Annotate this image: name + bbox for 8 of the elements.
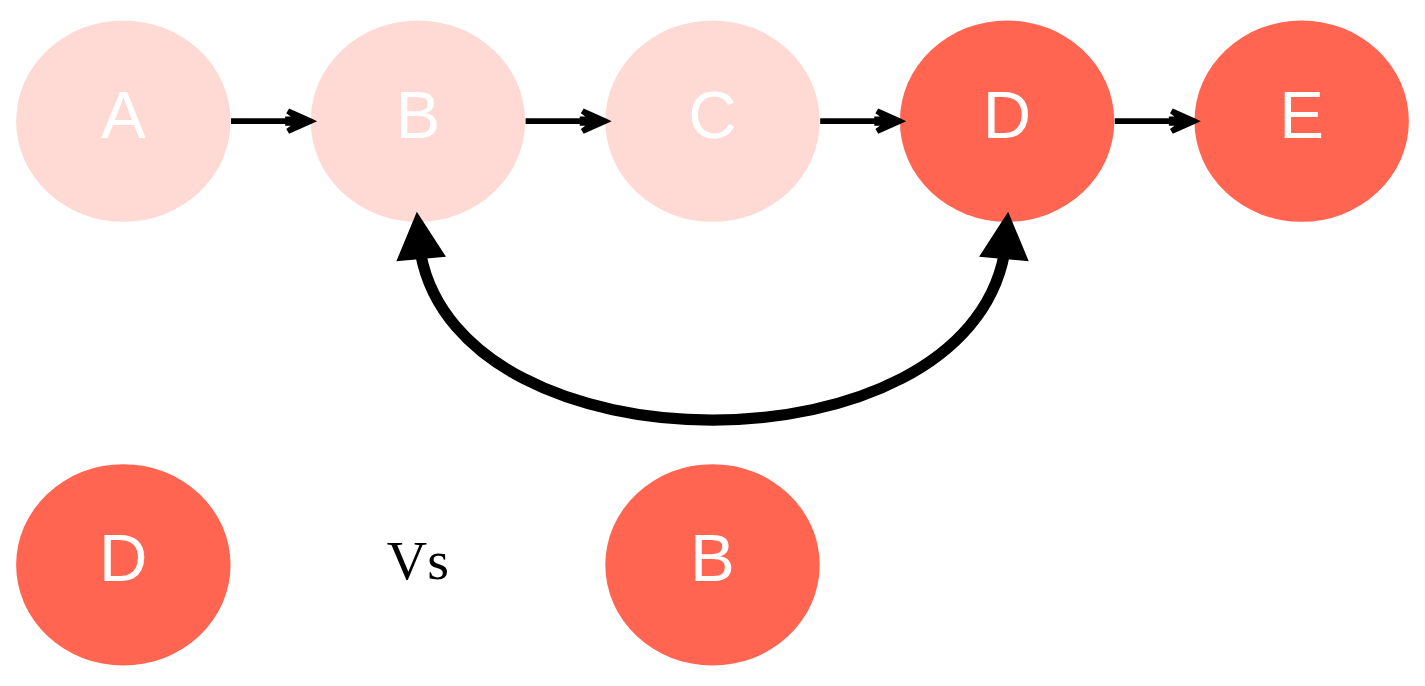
- label: Vs: [386, 528, 449, 591]
- node-circle: B: [605, 464, 820, 666]
- node-circle: D: [899, 20, 1115, 222]
- node-circle: E: [1194, 20, 1409, 222]
- arrow: [820, 108, 903, 134]
- arrow: [231, 108, 314, 134]
- arrow: [396, 211, 1029, 426]
- node-circle: D: [16, 464, 231, 666]
